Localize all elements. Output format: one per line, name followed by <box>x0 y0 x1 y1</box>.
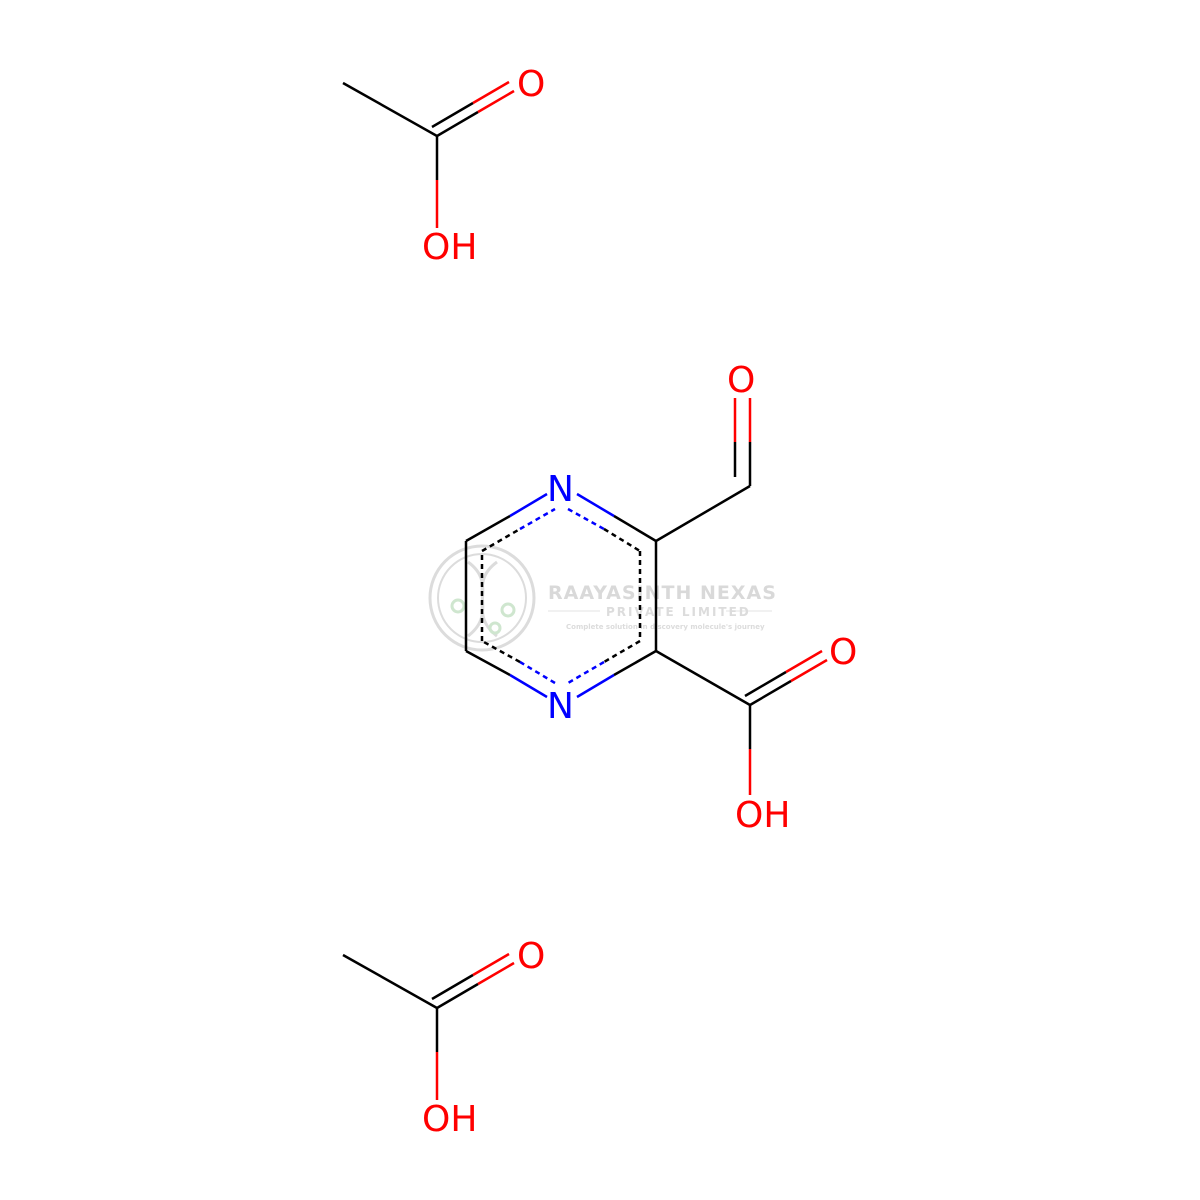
atom-nitrogen-top: N <box>547 469 574 510</box>
watermark-title: RAAYASINTH NEXAS <box>548 582 777 604</box>
watermark-subtitle: PRIVATE LIMITED <box>606 605 751 619</box>
atom-oxygen-formyl: O <box>727 360 755 401</box>
atom-hydroxyl: OH <box>422 1099 477 1140</box>
atom-hydroxyl: OH <box>735 795 790 836</box>
watermark: RAAYASINTH NEXAS PRIVATE LIMITED Complet… <box>428 544 777 652</box>
atom-nitrogen-bottom: N <box>547 686 574 727</box>
atom-oxygen-double: O <box>517 936 545 977</box>
bond-methyl-carbonyl <box>342 81 438 138</box>
atom-hydroxyl: OH <box>422 227 477 268</box>
helix-logo-icon <box>428 544 536 652</box>
acetic-acid-bottom: O OH <box>342 936 545 1140</box>
formylpyrazine-carboxylic-acid: N N O O OH <box>464 360 857 836</box>
watermark-tagline: Complete solution in discovery molecule'… <box>566 623 765 631</box>
atom-oxygen-double: O <box>517 64 545 105</box>
atom-oxygen-carbonyl: O <box>829 632 857 673</box>
acetic-acid-top: O OH <box>342 64 545 268</box>
